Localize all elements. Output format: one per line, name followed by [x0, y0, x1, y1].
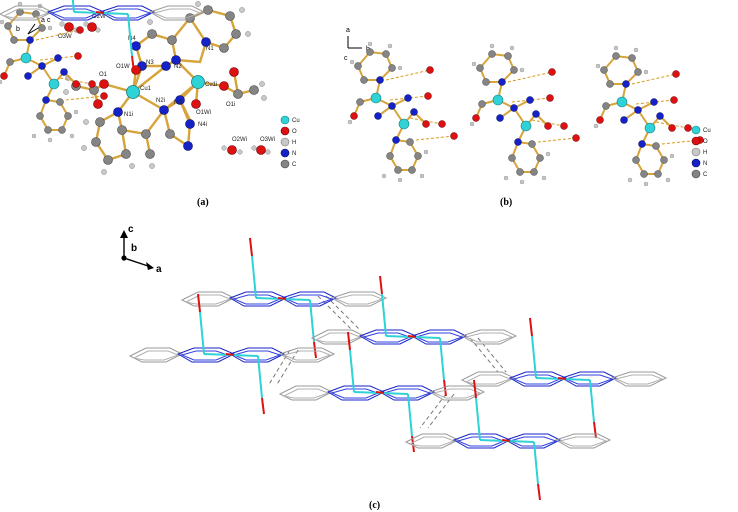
- packing-unit-b-3: [593, 45, 705, 187]
- legend-c-label: C: [292, 162, 297, 168]
- atom-label-o1: O1: [99, 72, 108, 78]
- element-legend-a: Cu O H N C: [280, 115, 300, 169]
- nitrogen-atoms-a: [113, 37, 211, 151]
- carbon-atoms-b: [4, 8, 72, 134]
- legend-o-label: O: [292, 129, 297, 135]
- legend-c-swatch: [280, 159, 290, 169]
- atom-label-o1w: O1W: [116, 64, 130, 70]
- panel-b: a b c: [0, 1, 711, 208]
- copper-atoms-b: [20, 52, 60, 90]
- atom-labels-a: O3W O2W N4 O1 O1W N3 N2 N1 Cu1 Cu1i N3 N…: [58, 14, 275, 143]
- packing-unit-b-1: [347, 41, 459, 183]
- atom-label-n1: N1: [206, 46, 214, 52]
- panel-b-caption: (b): [500, 197, 512, 208]
- oxygen-atoms-b: [0, 26, 108, 100]
- axis-triad-c: c b a: [120, 224, 162, 275]
- layer-dimer-5: [461, 317, 667, 439]
- axis-label-b: b: [16, 26, 20, 33]
- layer-dimer-3: [129, 293, 335, 415]
- legend-b-n-label: N: [703, 161, 707, 167]
- legend-n-label: N: [292, 151, 296, 157]
- axis-label-c-c: c: [128, 224, 134, 235]
- panel-a: b a c: [16, 1, 300, 208]
- atom-label-o1wi: O1Wi: [196, 110, 211, 116]
- atom-label-n2: N2: [174, 64, 182, 70]
- legend-b-cu-label: Cu: [703, 128, 711, 134]
- element-legend-b: Cu O H N C: [691, 125, 711, 179]
- atom-label-n3: N3: [146, 60, 154, 66]
- hydrogen-atoms-b: [0, 1, 79, 143]
- panel-a-caption: (a): [197, 197, 209, 208]
- atom-label-cu1: Cu1: [140, 86, 152, 92]
- axis-triad-a: b a c: [16, 17, 51, 35]
- packing-unit-b-2: [469, 43, 581, 185]
- packing-unit-b: [0, 1, 108, 143]
- carbon-atoms-a: [71, 5, 259, 165]
- atom-label-cu1i: Cu1i: [205, 82, 217, 88]
- atom-label-n2i: N2i: [156, 98, 165, 104]
- dimer-axial-bonds: [71, 0, 135, 73]
- legend-h-swatch: [280, 137, 290, 147]
- atom-label-n4i: N4i: [198, 122, 207, 128]
- axis-label-c-b: c: [344, 55, 348, 62]
- axis-label-b-c: b: [131, 243, 137, 254]
- legend-b-c-label: C: [703, 172, 708, 178]
- nitrogen-atoms-b: [24, 36, 68, 104]
- layer-dimer-4: [279, 331, 485, 453]
- panel-c: c b a: [0, 0, 667, 511]
- atom-label-o3w: O3W: [58, 34, 72, 40]
- atom-label-n3-lower: N3: [174, 100, 182, 106]
- copper-atoms-a: [126, 75, 205, 99]
- atom-label-o1i: O1i: [226, 102, 235, 108]
- layer-dimer: [0, 0, 206, 73]
- legend-h-label: H: [292, 140, 296, 146]
- legend-n-swatch: [280, 148, 290, 158]
- axis-label-a: a: [41, 17, 45, 24]
- legend-cu-label: Cu: [292, 118, 300, 124]
- hydrogen-atoms-a: [59, 1, 271, 175]
- atom-label-n4: N4: [128, 36, 136, 42]
- legend-b-c-swatch: [691, 169, 701, 179]
- legend-b-h-swatch: [691, 147, 701, 157]
- atom-label-o3wi: O3Wi: [260, 137, 275, 143]
- legend-o-swatch: [280, 126, 290, 136]
- legend-b-o-swatch: [691, 136, 701, 146]
- axis-label-a-c: a: [156, 264, 162, 275]
- legend-cu-swatch: [280, 115, 290, 125]
- legend-b-n-swatch: [691, 158, 701, 168]
- axis-label-a-b: a: [346, 27, 350, 34]
- atom-label-n1i: N1i: [124, 112, 133, 118]
- legend-b-o-label: O: [703, 139, 708, 145]
- atom-label-o2w: O2W: [92, 14, 106, 20]
- legend-b-cu-swatch: [691, 125, 701, 135]
- panel-c-caption: (c): [369, 500, 380, 511]
- axis-label-c: c: [47, 17, 51, 24]
- layer-dimer-6: [405, 379, 611, 501]
- legend-b-h-label: H: [703, 150, 707, 156]
- atom-label-o2wi: O2Wi: [232, 137, 247, 143]
